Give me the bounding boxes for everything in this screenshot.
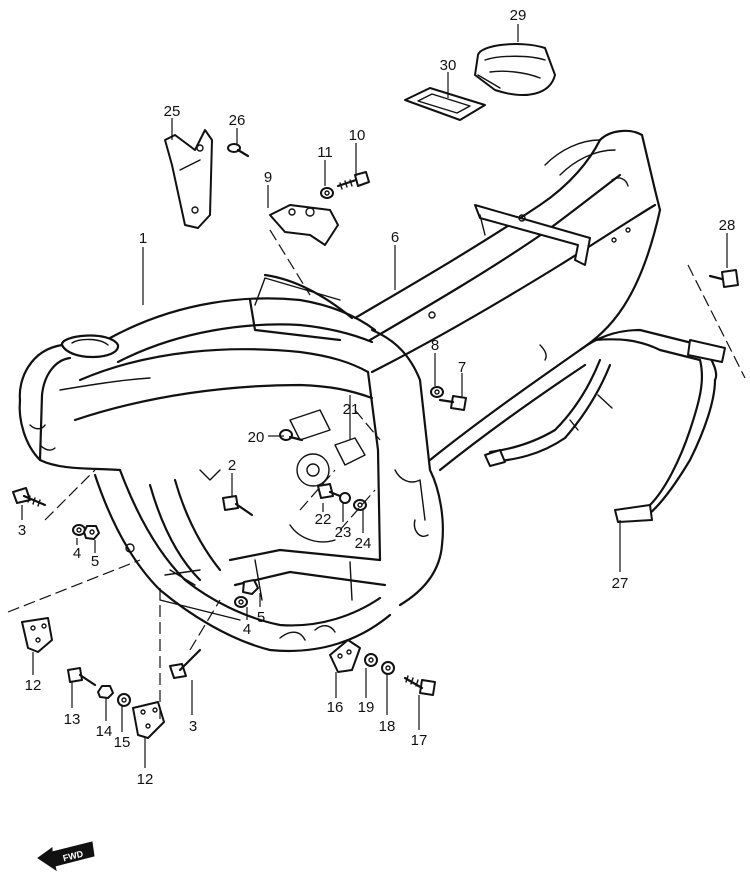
callout-2: 2 (228, 457, 236, 474)
rear-subframe (353, 129, 662, 472)
seat-cover-part (474, 43, 556, 96)
nut-part-5-center (242, 579, 259, 595)
bolt-part-20 (279, 429, 304, 442)
plate-part-12-left (21, 617, 53, 653)
washer-part-4-center (234, 596, 248, 608)
callout-1: 1 (139, 230, 147, 247)
callout-28: 28 (719, 217, 736, 234)
washer-part-8 (430, 386, 444, 398)
callout-3-left: 3 (18, 522, 26, 539)
callout-8: 8 (431, 337, 439, 354)
callout-labels: 1 2 3 3 4 4 5 5 6 7 8 9 10 11 12 12 13 1… (18, 7, 736, 788)
callout-16: 16 (327, 699, 344, 716)
callout-4-center: 4 (243, 621, 251, 638)
callout-9: 9 (264, 169, 272, 186)
callout-29: 29 (510, 7, 527, 24)
bolt-part-28 (708, 269, 739, 288)
callout-17: 17 (411, 732, 428, 749)
washer-part-4-left (72, 524, 86, 536)
bolt-part-3-left (12, 487, 47, 507)
callout-26: 26 (229, 112, 246, 129)
bolt-part-22 (317, 483, 347, 500)
rubber-strap-part (404, 87, 486, 121)
bolt-part-10 (336, 171, 370, 190)
callout-19: 19 (358, 699, 375, 716)
fwd-label: FWD (62, 849, 85, 864)
nut-part-24 (353, 499, 367, 511)
frame-bracket-part-27 (484, 328, 726, 523)
callout-15: 15 (114, 734, 131, 751)
bracket-part-25 (164, 129, 213, 229)
callout-18: 18 (379, 718, 396, 735)
callout-7: 7 (458, 359, 466, 376)
bolt-part-17 (403, 675, 436, 696)
washer-part-11 (320, 187, 334, 199)
callout-24: 24 (355, 535, 372, 552)
washer-part-18 (381, 661, 395, 675)
callout-22: 22 (315, 511, 332, 528)
forward-arrow-icon: FWD (37, 841, 95, 872)
callout-23: 23 (335, 524, 352, 541)
bolt-part-13 (67, 667, 97, 687)
callout-13: 13 (64, 711, 81, 728)
callout-6: 6 (391, 229, 399, 246)
callout-12-left: 12 (25, 677, 42, 694)
leader-lines (7, 24, 746, 768)
callout-21: 21 (343, 401, 360, 418)
callout-3-center: 3 (189, 718, 197, 735)
callout-20: 20 (248, 429, 265, 446)
bolt-part-3-center (169, 648, 202, 679)
callout-5-center: 5 (257, 609, 265, 626)
plate-part-16 (329, 639, 361, 673)
callout-30: 30 (440, 57, 457, 74)
nut-part-14 (97, 685, 114, 699)
washer-part-15 (117, 693, 131, 707)
plate-part-12-bottom (132, 701, 165, 739)
callout-14: 14 (96, 723, 113, 740)
bolt-part-26 (227, 143, 250, 158)
washer-part-23 (339, 492, 351, 504)
bolt-part-2 (222, 495, 254, 517)
nut-part-5-left (83, 525, 100, 540)
callout-27: 27 (612, 575, 629, 592)
bolt-part-7 (438, 395, 467, 411)
callout-25: 25 (164, 103, 181, 120)
main-frame (18, 273, 444, 652)
callout-10: 10 (349, 127, 366, 144)
callout-5-left: 5 (91, 553, 99, 570)
callout-11: 11 (317, 144, 333, 161)
callout-4-left: 4 (73, 545, 81, 562)
washer-part-19 (364, 653, 378, 667)
callout-12-bottom: 12 (137, 771, 154, 788)
bracket-part-9 (269, 204, 339, 246)
